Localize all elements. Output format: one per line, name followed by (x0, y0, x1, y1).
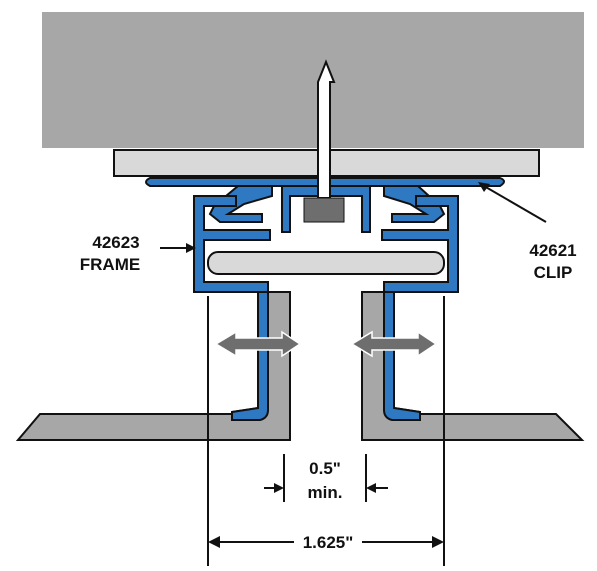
frame-left-leg (231, 291, 269, 421)
clip-leader-arrowhead (478, 182, 490, 192)
insert-bar (207, 251, 445, 275)
clip-left-tongue (208, 185, 273, 223)
screw-icon (303, 59, 345, 223)
substrate-block (42, 12, 584, 148)
width-arrowhead-left (208, 536, 220, 548)
frame-leader-arrowhead (186, 243, 196, 253)
width-arrowhead-right (432, 536, 444, 548)
double-arrow-icon (214, 330, 438, 358)
gap-note-label: min. (308, 483, 343, 502)
gap-arrowhead-left (274, 483, 284, 493)
frame-name-label: FRAME (80, 255, 140, 274)
frame-part-label: 42623 (92, 233, 139, 252)
gap-value-label: 0.5" (309, 459, 341, 478)
clip-leader-line (483, 185, 547, 223)
width-value-label: 1.625" (303, 533, 354, 552)
clip-name-label: CLIP (534, 263, 573, 282)
clip-part-label: 42621 (529, 241, 576, 260)
frame-right-leg (383, 291, 421, 421)
gap-arrowhead-right (366, 483, 376, 493)
